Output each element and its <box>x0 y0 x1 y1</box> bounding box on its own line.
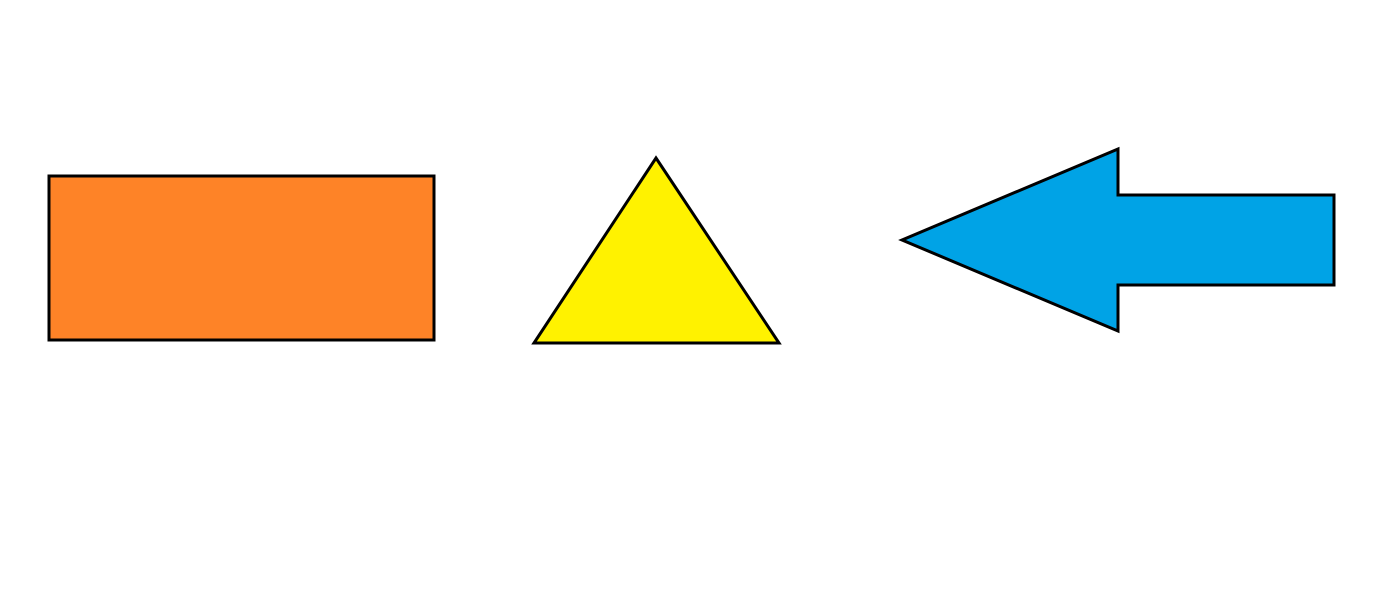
blue-left-arrow <box>898 146 1336 334</box>
yellow-triangle <box>531 155 782 345</box>
orange-rectangle <box>47 174 436 342</box>
